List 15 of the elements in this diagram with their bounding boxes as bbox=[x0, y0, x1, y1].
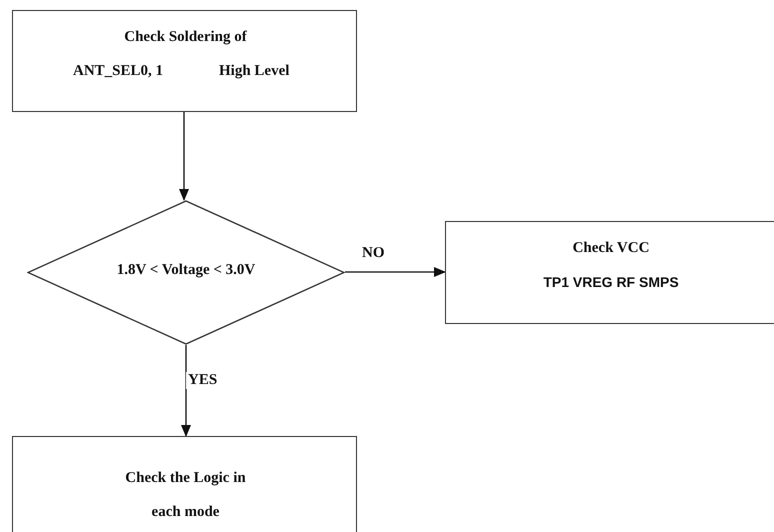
arrow bbox=[179, 112, 189, 201]
step-text: Check the Logic in each mode bbox=[124, 469, 247, 522]
process-box bbox=[445, 221, 774, 324]
step-text: ANT_SEL0, 1 bbox=[73, 63, 164, 80]
process-box bbox=[12, 436, 357, 532]
step-text: High Level bbox=[219, 63, 290, 80]
decision-diamond bbox=[27, 200, 345, 345]
step-text: Check Soldering of bbox=[123, 29, 248, 46]
condition-text: 1.8V < Voltage < 3.0V bbox=[116, 262, 256, 279]
arrow bbox=[345, 267, 446, 277]
arrow bbox=[181, 345, 191, 437]
step-text: TP1 VREG RF SMPS bbox=[542, 274, 680, 290]
process-box bbox=[12, 10, 357, 112]
edge-label: YES bbox=[186, 372, 220, 389]
step-text: Check VCC bbox=[572, 240, 650, 257]
